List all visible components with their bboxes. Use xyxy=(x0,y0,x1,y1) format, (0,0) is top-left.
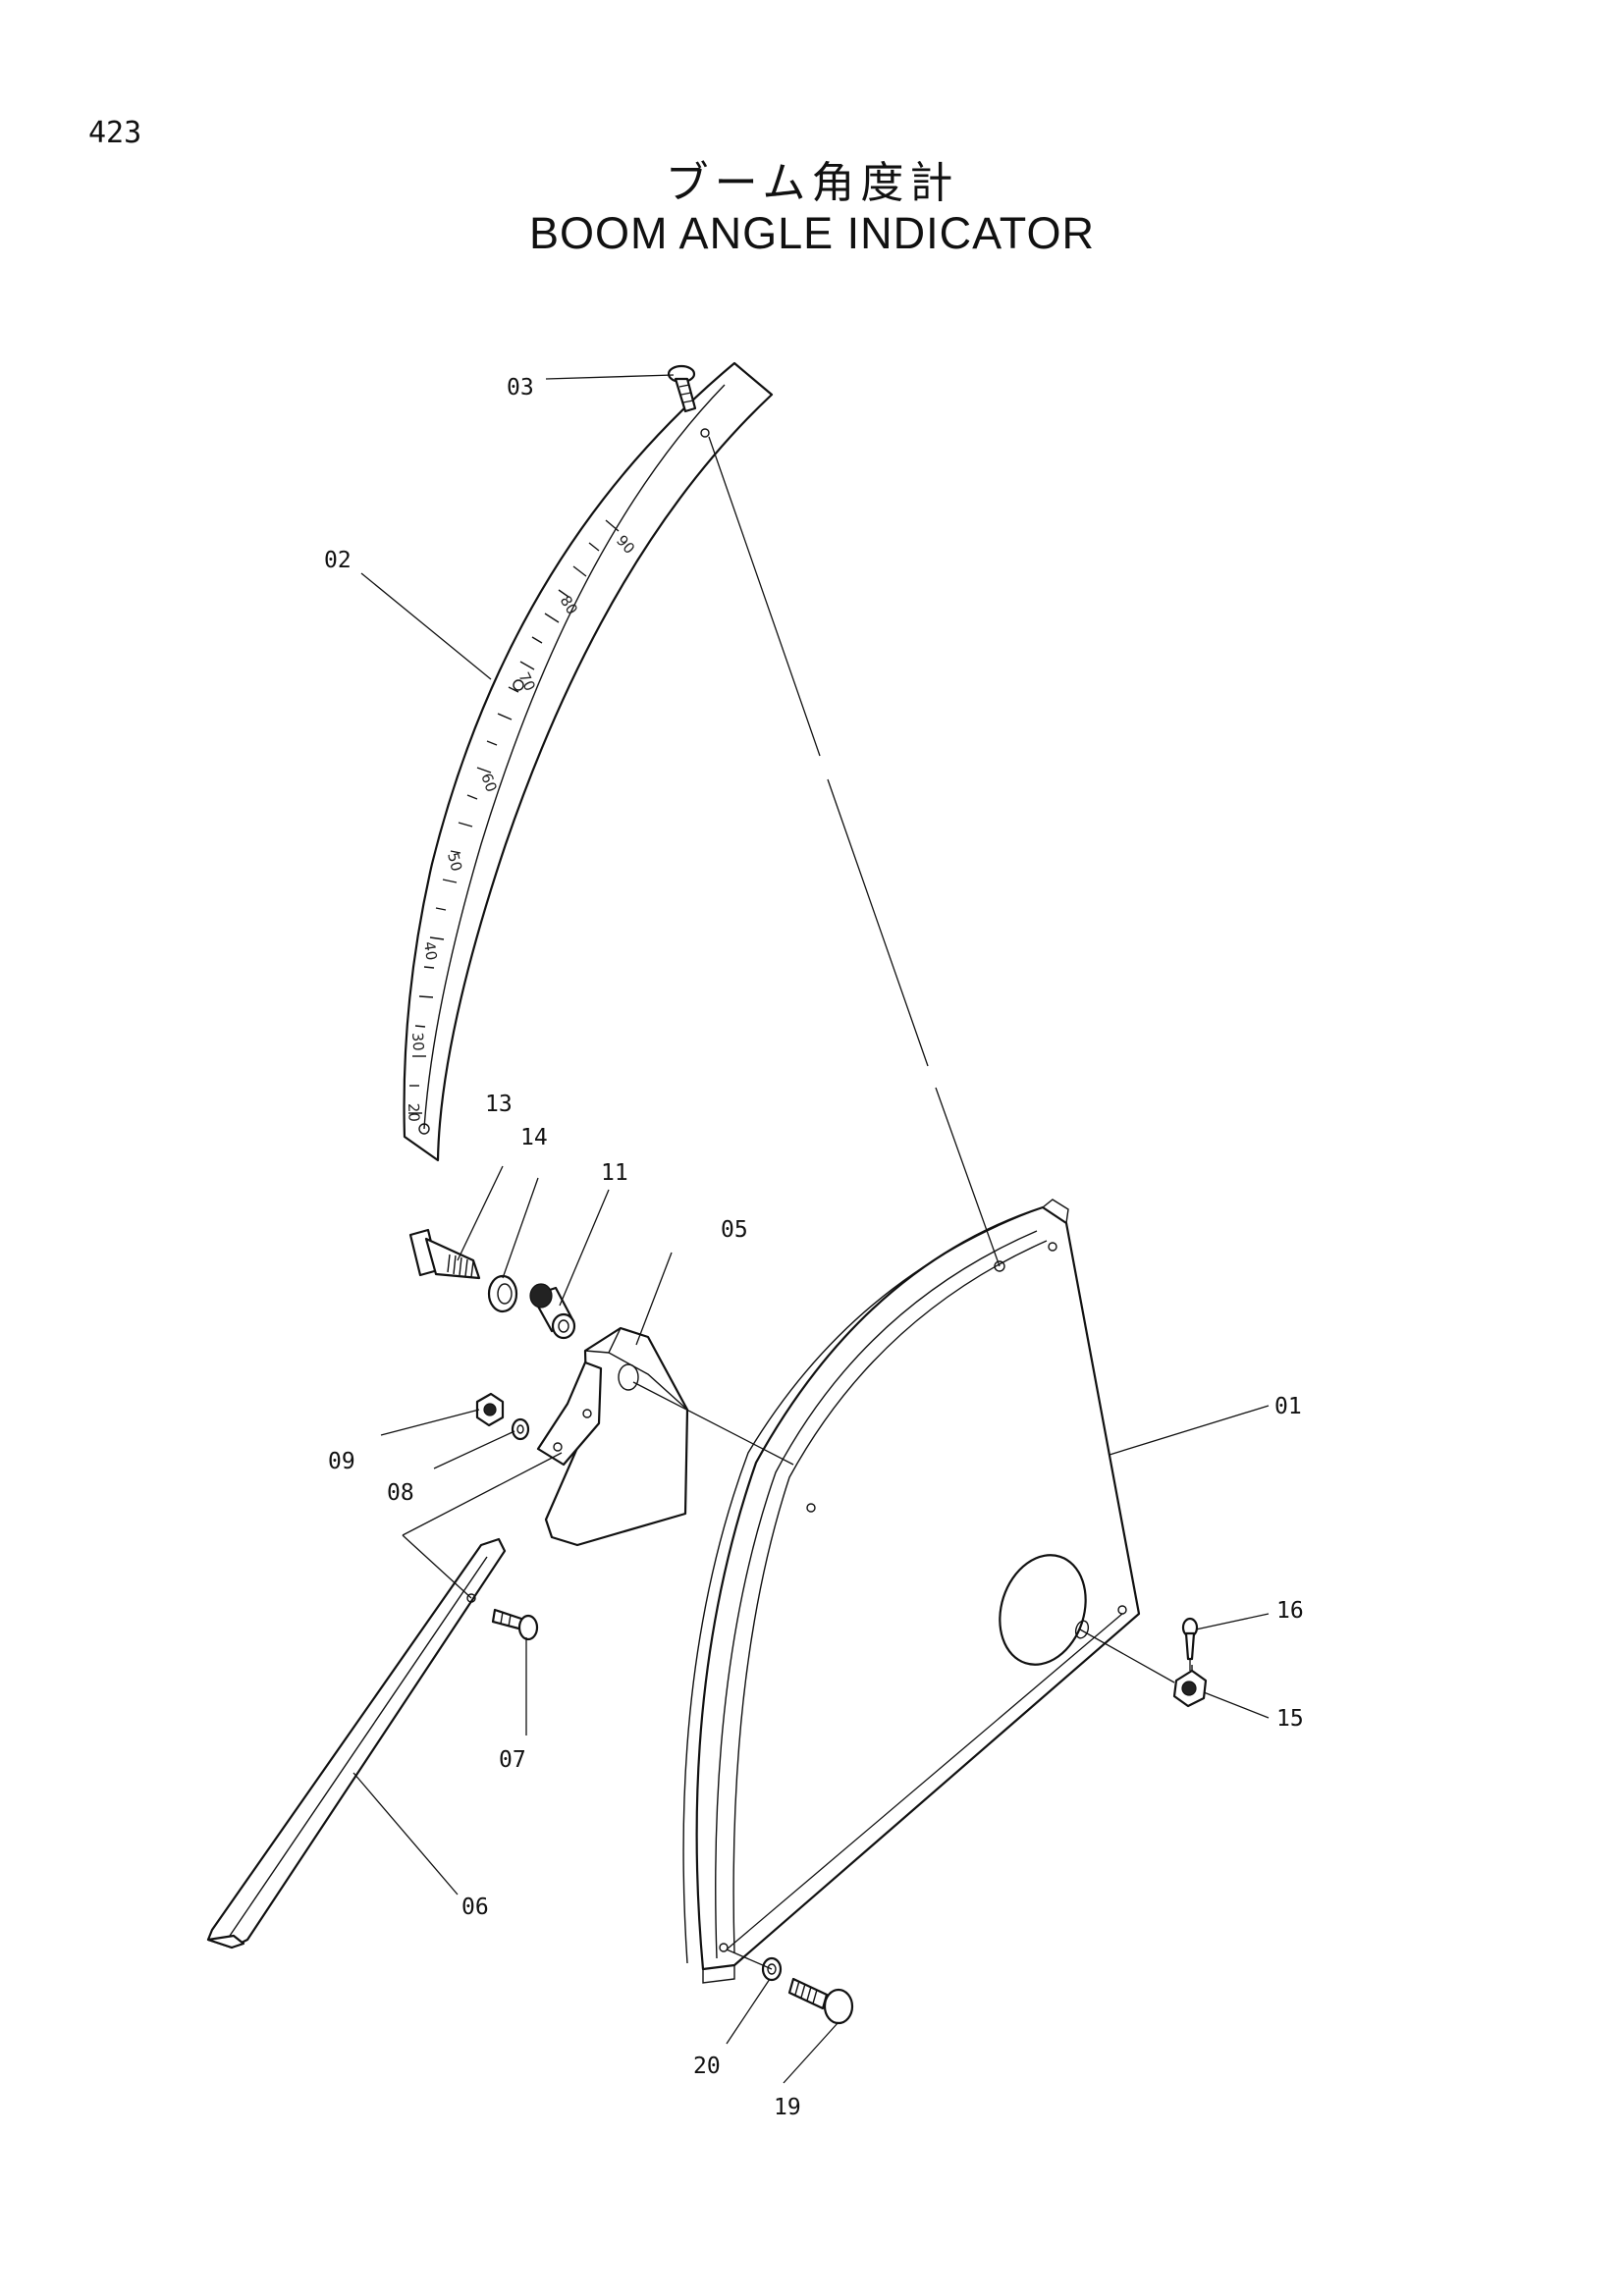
callout-02: 02 xyxy=(324,548,352,573)
callout-09: 09 xyxy=(328,1449,355,1474)
part-15-castle-nut xyxy=(1172,1665,1208,1708)
part-01-sector-plate xyxy=(682,1199,1141,1984)
part-09-nut xyxy=(475,1392,505,1427)
part-11-collar xyxy=(529,1283,576,1340)
scale-label-20: 20 xyxy=(405,1103,423,1123)
title-japanese: ブーム角度計 xyxy=(665,158,959,208)
part-02-angle-scale-plate: 90 80 70 60 50 40 30 20 xyxy=(403,361,774,1162)
scale-label-30: 30 xyxy=(408,1032,427,1051)
scale-label-40: 40 xyxy=(420,940,440,961)
callout-01: 01 xyxy=(1274,1394,1302,1419)
scale-label-60: 60 xyxy=(477,771,500,794)
scale-ticks xyxy=(408,519,620,1114)
callout-leaders xyxy=(352,374,1270,2084)
part-16-split-pin xyxy=(1181,1617,1199,1661)
callout-20: 20 xyxy=(693,2054,721,2079)
callout-06: 06 xyxy=(461,1895,489,1920)
scale-label-50: 50 xyxy=(444,851,465,874)
callout-11: 11 xyxy=(601,1160,628,1186)
callout-08: 08 xyxy=(387,1480,414,1506)
callout-05: 05 xyxy=(721,1217,748,1243)
callout-19: 19 xyxy=(774,2095,801,2120)
part-06-pointer xyxy=(206,1537,507,1949)
title-english: BOOM ANGLE INDICATOR xyxy=(529,208,1095,258)
part-14-washer xyxy=(487,1274,518,1313)
part-05-bracket xyxy=(536,1326,689,1547)
callout-13: 13 xyxy=(485,1092,513,1117)
part-07-screw xyxy=(491,1608,539,1641)
part-08-lock-washer xyxy=(511,1417,530,1441)
part-03-screw xyxy=(667,364,697,413)
callout-03: 03 xyxy=(507,375,534,400)
bolt-thread xyxy=(447,1254,474,1278)
callout-07: 07 xyxy=(499,1747,526,1773)
part-13-bolt xyxy=(408,1228,481,1280)
page-number: 423 xyxy=(88,116,142,150)
part-19-bolt xyxy=(787,1977,854,2025)
assembly-lines xyxy=(402,436,1191,1970)
callout-numbers: 03 02 01 05 13 14 11 09 08 07 06 16 15 1… xyxy=(324,375,1304,2120)
callout-16: 16 xyxy=(1276,1598,1304,1624)
callout-15: 15 xyxy=(1276,1706,1304,1732)
callout-14: 14 xyxy=(520,1125,548,1150)
